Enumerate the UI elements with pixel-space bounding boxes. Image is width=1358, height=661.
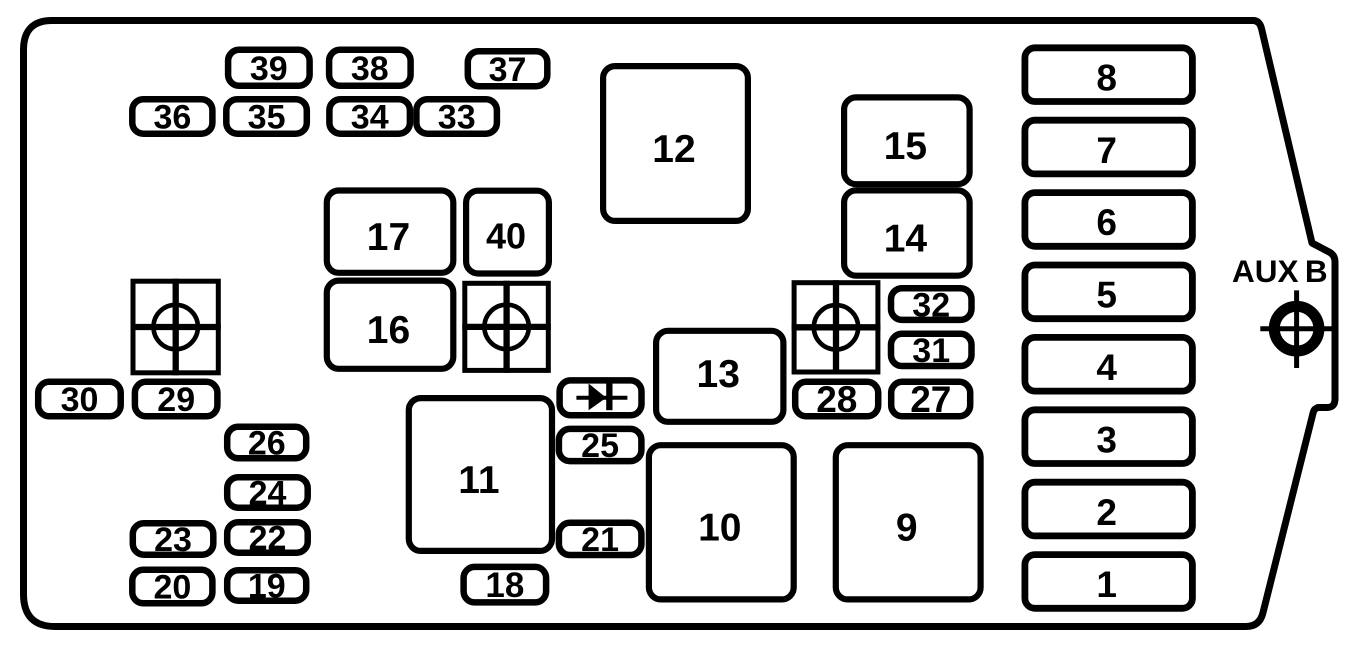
svg-text:37: 37 — [489, 51, 527, 89]
svg-text:2: 2 — [1096, 492, 1117, 533]
svg-text:6: 6 — [1096, 202, 1117, 243]
svg-text:39: 39 — [250, 50, 288, 88]
svg-text:9: 9 — [896, 507, 918, 550]
svg-text:22: 22 — [249, 520, 287, 558]
svg-text:31: 31 — [912, 332, 950, 370]
svg-text:10: 10 — [698, 507, 741, 550]
svg-text:16: 16 — [367, 309, 410, 352]
svg-text:12: 12 — [652, 128, 695, 171]
svg-text:7: 7 — [1096, 130, 1117, 171]
svg-text:8: 8 — [1096, 57, 1117, 98]
svg-text:24: 24 — [249, 475, 287, 513]
svg-text:15: 15 — [884, 125, 927, 168]
svg-text:13: 13 — [697, 353, 740, 396]
svg-text:28: 28 — [816, 379, 857, 420]
svg-text:4: 4 — [1096, 347, 1117, 388]
svg-text:40: 40 — [486, 216, 526, 257]
svg-text:33: 33 — [438, 99, 476, 137]
svg-text:21: 21 — [581, 521, 619, 559]
svg-text:27: 27 — [910, 379, 951, 420]
svg-text:25: 25 — [581, 427, 619, 465]
svg-text:23: 23 — [154, 521, 192, 559]
svg-text:26: 26 — [248, 425, 286, 463]
svg-text:AUX B: AUX B — [1232, 253, 1328, 289]
svg-text:18: 18 — [485, 566, 524, 605]
svg-text:1: 1 — [1096, 564, 1117, 605]
svg-text:34: 34 — [351, 99, 389, 137]
svg-text:30: 30 — [61, 381, 99, 419]
svg-text:20: 20 — [153, 569, 191, 607]
svg-text:32: 32 — [912, 286, 950, 324]
svg-text:17: 17 — [367, 216, 410, 259]
svg-text:29: 29 — [157, 381, 195, 419]
svg-text:11: 11 — [458, 459, 499, 502]
svg-text:3: 3 — [1096, 419, 1117, 460]
svg-text:14: 14 — [884, 218, 928, 261]
svg-text:38: 38 — [351, 50, 389, 88]
svg-text:19: 19 — [248, 568, 286, 606]
svg-text:35: 35 — [248, 99, 286, 137]
svg-text:36: 36 — [153, 99, 191, 137]
svg-text:5: 5 — [1096, 275, 1117, 316]
